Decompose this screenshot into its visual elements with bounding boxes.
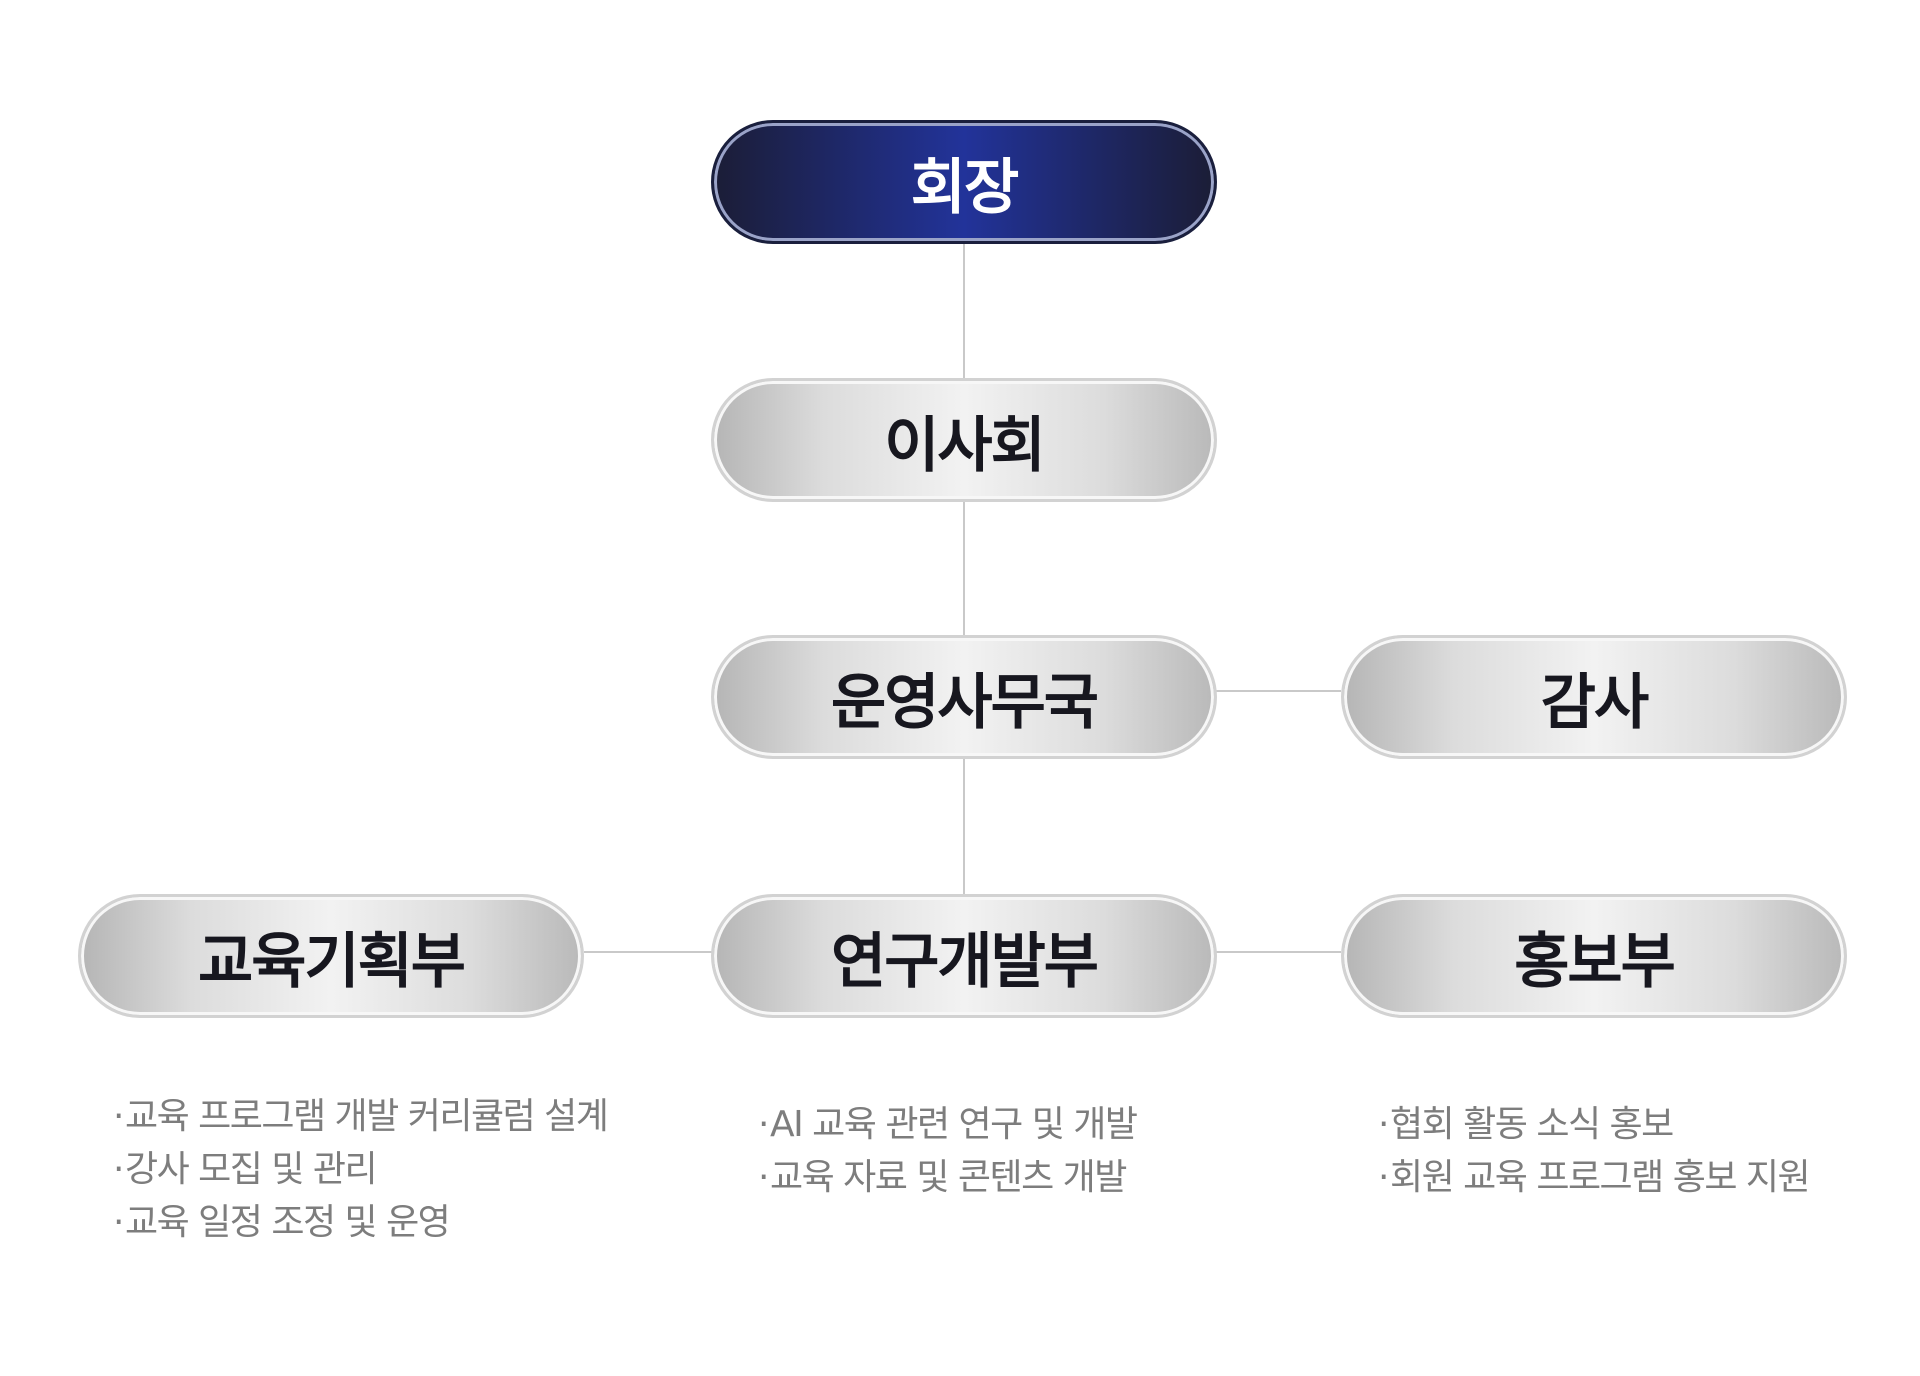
pr-label: 홍보부 bbox=[1514, 926, 1676, 997]
board-label: 이사회 bbox=[884, 410, 1046, 481]
rnd-node: 연구개발부 bbox=[711, 894, 1217, 1018]
connector-secretariat-rnd bbox=[963, 759, 965, 894]
rnd-duties: AI 교육 관련 연구 및 개발 교육 자료 및 콘텐츠 개발 bbox=[758, 1098, 1138, 1204]
board-node: 이사회 bbox=[711, 378, 1217, 502]
chairman-label: 회장 bbox=[910, 152, 1019, 223]
edu-planning-node: 교육기획부 bbox=[78, 894, 584, 1018]
duty-item: 교육 일정 조정 및 운영 bbox=[113, 1196, 607, 1249]
edu-planning-duties: 교육 프로그램 개발 커리큘럼 설계 강사 모집 및 관리 교육 일정 조정 및… bbox=[113, 1090, 609, 1249]
duty-item: AI 교육 관련 연구 및 개발 bbox=[758, 1098, 1138, 1151]
duty-item: 교육 자료 및 콘텐츠 개발 bbox=[758, 1151, 1137, 1204]
secretariat-label: 운영사무국 bbox=[831, 667, 1099, 738]
rnd-label: 연구개발부 bbox=[831, 926, 1099, 997]
connector-rnd-pr bbox=[1216, 951, 1341, 953]
duty-item: 회원 교육 프로그램 홍보 지원 bbox=[1378, 1151, 1811, 1204]
audit-label: 감사 bbox=[1540, 667, 1649, 738]
secretariat-node: 운영사무국 bbox=[711, 635, 1217, 759]
connector-chairman-board bbox=[963, 244, 965, 378]
pr-duties: 협회 활동 소식 홍보 회원 교육 프로그램 홍보 지원 bbox=[1378, 1098, 1811, 1204]
connector-secretariat-audit bbox=[1216, 690, 1341, 692]
duty-item: 강사 모집 및 관리 bbox=[113, 1143, 607, 1196]
duty-item: 협회 활동 소식 홍보 bbox=[1378, 1098, 1809, 1151]
audit-node: 감사 bbox=[1341, 635, 1847, 759]
connector-edu-rnd bbox=[584, 951, 712, 953]
duty-item: 교육 프로그램 개발 커리큘럼 설계 bbox=[113, 1090, 609, 1143]
chairman-node: 회장 bbox=[711, 120, 1217, 244]
pr-node: 홍보부 bbox=[1341, 894, 1847, 1018]
edu-planning-label: 교육기획부 bbox=[198, 926, 466, 997]
connector-board-secretariat bbox=[963, 502, 965, 635]
